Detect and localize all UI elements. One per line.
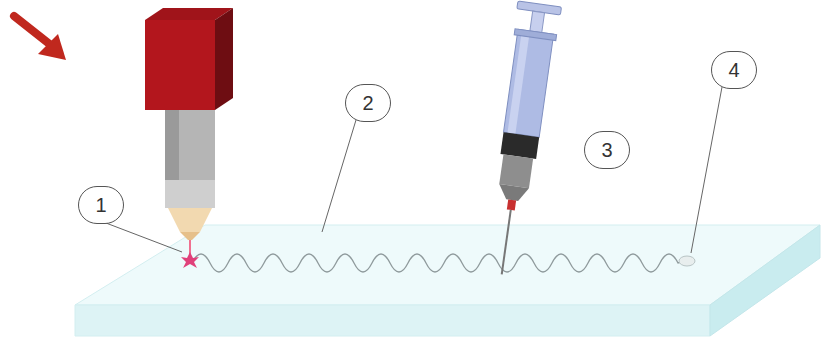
direction-arrow bbox=[14, 16, 66, 60]
callout-number: 1 bbox=[78, 186, 124, 224]
callout-number: 3 bbox=[584, 131, 630, 169]
glass-slide bbox=[75, 225, 820, 336]
written-channel bbox=[192, 254, 682, 272]
callout-number: 4 bbox=[711, 51, 757, 89]
callout-number: 2 bbox=[345, 84, 391, 122]
channel-end bbox=[679, 256, 695, 266]
laser-objective bbox=[145, 8, 233, 268]
leader-lines bbox=[106, 87, 722, 253]
syringe bbox=[480, 1, 562, 277]
